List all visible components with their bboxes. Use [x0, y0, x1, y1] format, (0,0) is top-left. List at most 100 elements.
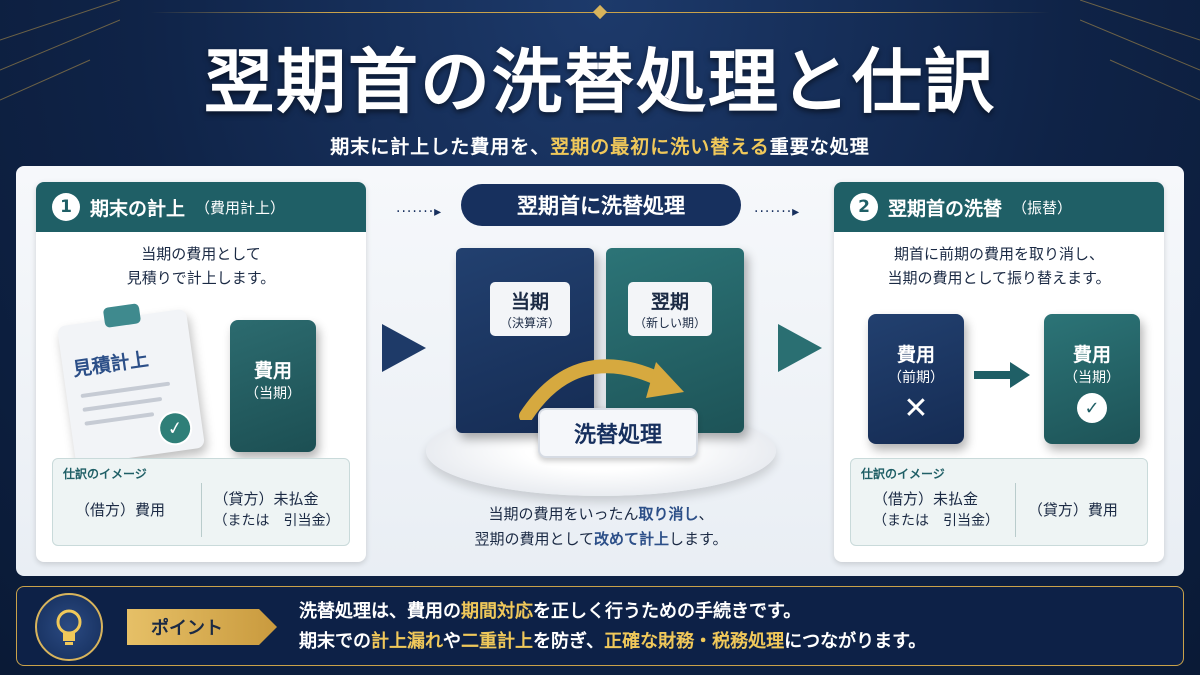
step2-card: 2 翌期首の洗替 （振替） 期首に前期の費用を取り消し、 当期の費用として振り替…: [834, 182, 1164, 562]
step1-journal: 仕訳のイメージ （借方）費用 （貸方）未払金 （または 引当金）: [52, 458, 350, 546]
point-bar: ポイント 洗替処理は、費用の期間対応を正しく行うための手続きです。 期末での計上…: [16, 586, 1184, 666]
journal-debit: （借方）費用: [63, 483, 201, 537]
point-highlight: 計上漏れ: [371, 631, 443, 652]
step1-description: 当期の費用として 見積りで計上します。: [36, 242, 366, 290]
subtitle-part2: 重要な処理: [769, 136, 870, 158]
point-line2: 期末での計上漏れや二重計上を防ぎ、正確な財務・税務処理につながります。: [299, 627, 926, 657]
book-left-sub: （決算済）: [499, 316, 560, 330]
book-right-sub: （新しい期）: [633, 316, 706, 330]
block-sub: （当期）: [245, 386, 301, 402]
step2-description: 期首に前期の費用を取り消し、 当期の費用として振り替えます。: [834, 242, 1164, 290]
arrow-right-icon: [382, 324, 426, 372]
desc-highlight: 取り消し: [638, 505, 699, 523]
desc-text: します。: [669, 530, 728, 548]
expense-block-current: 費用 （当期） ✓: [1044, 314, 1140, 444]
expense-block-previous: 費用 （前期） ✕: [868, 314, 964, 444]
step1-desc-line1: 当期の費用として: [141, 245, 261, 263]
point-text-part: 洗替処理は、費用の: [299, 601, 461, 622]
step1-desc-line2: 見積りで計上します。: [126, 269, 276, 287]
block-sub: （前期）: [888, 370, 944, 386]
book-left-title: 当期: [510, 291, 549, 313]
lightbulb-svg: [56, 609, 82, 645]
clip-icon: [102, 303, 142, 328]
book-next-period: 翌期 （新しい期）: [606, 248, 744, 433]
block-sub: （当期）: [1064, 370, 1120, 386]
step2-journal: 仕訳のイメージ （借方）未払金 （または 引当金） （貸方）費用: [850, 458, 1148, 546]
journal-debit-line1: （借方）未払金: [873, 490, 979, 508]
desc-text: 、: [698, 505, 714, 523]
check-icon: ✓: [1077, 393, 1107, 423]
block-title: 費用: [1072, 344, 1111, 366]
point-text-part: を防ぎ、: [533, 631, 605, 652]
clipboard-line: [84, 412, 155, 426]
block-title: 費用: [896, 344, 935, 366]
subtitle-highlight: 翌期の最初に洗い替える: [550, 136, 770, 158]
swap-label: 洗替処理: [538, 408, 698, 458]
curved-arrow-icon: [519, 359, 684, 420]
step2-heading: 翌期首の洗替: [888, 197, 1003, 220]
lightbulb-icon: [35, 593, 103, 661]
book-right-title: 翌期: [650, 291, 689, 313]
clipboard-icon: 見積計上 ✓: [56, 303, 206, 466]
journal-credit-line2: （または 引当金）: [213, 513, 340, 529]
cross-icon: ✕: [903, 391, 929, 426]
point-text-part: を正しく行うための手続きです。: [533, 601, 802, 622]
clipboard-label: 見積計上: [71, 348, 150, 381]
step1-number: 1: [52, 193, 80, 221]
journal-credit: （貸方）未払金 （または 引当金）: [200, 483, 340, 537]
point-line1: 洗替処理は、費用の期間対応を正しく行うための手続きです。: [299, 597, 926, 627]
center-desc-line1: 当期の費用をいったん取り消し、: [416, 502, 786, 527]
point-highlight: 正確な財務・税務処理: [604, 631, 785, 652]
block-title: 費用: [253, 360, 292, 382]
journal-columns: （借方）費用 （貸方）未払金 （または 引当金）: [63, 483, 340, 537]
journal-tag: 仕訳のイメージ: [861, 467, 945, 481]
clipboard-line: [80, 381, 171, 399]
decorative-lines-left: [0, 0, 120, 101]
dotted-arrow-right: ·······▸: [754, 204, 801, 220]
step2-number: 2: [850, 193, 878, 221]
check-icon: ✓: [155, 409, 195, 448]
desc-text: 当期の費用をいったん: [488, 505, 639, 523]
point-text-part: や: [443, 631, 461, 652]
book-right-label: 翌期 （新しい期）: [628, 282, 712, 336]
journal-credit: （貸方）費用: [1014, 483, 1137, 537]
point-tag: ポイント: [127, 609, 277, 645]
step2-desc-line1: 期首に前期の費用を取り消し、: [893, 245, 1104, 263]
journal-credit-text: （貸方）費用: [1027, 501, 1118, 519]
arrow-right-icon: [778, 324, 822, 372]
point-highlight: 期間対応: [461, 601, 533, 622]
step1-heading: 期末の計上: [90, 197, 186, 220]
dotted-arrow-left: ·······▸: [396, 204, 443, 220]
point-text: 洗替処理は、費用の期間対応を正しく行うための手続きです。 期末での計上漏れや二重…: [299, 597, 926, 657]
point-highlight: 二重計上: [461, 631, 533, 652]
step2-desc-line2: 当期の費用として振り替えます。: [887, 269, 1111, 287]
point-text-part: につながります。: [784, 631, 927, 652]
center-label: 翌期首に洗替処理: [461, 184, 741, 226]
desc-text: 翌期の費用として: [474, 530, 595, 548]
journal-debit-text: （借方）費用: [75, 501, 166, 519]
center-description: 当期の費用をいったん取り消し、 翌期の費用として改めて計上します。: [416, 502, 786, 552]
expense-block-current: 費用 （当期）: [230, 320, 316, 452]
journal-debit: （借方）未払金 （または 引当金）: [861, 483, 1015, 537]
step1-heading-sub: （費用計上）: [195, 198, 286, 217]
journal-debit-line2: （または 引当金）: [873, 513, 999, 529]
center-desc-line2: 翌期の費用として改めて計上します。: [416, 527, 786, 552]
step2-heading-sub: （振替）: [1012, 198, 1073, 217]
book-left-label: 当期 （決算済）: [490, 282, 570, 336]
journal-columns: （借方）未払金 （または 引当金） （貸方）費用: [861, 483, 1137, 537]
step1-header: 1 期末の計上 （費用計上）: [36, 182, 366, 232]
journal-credit-line1: （貸方）未払金: [213, 490, 319, 508]
point-text-part: 期末での: [299, 631, 371, 652]
decorative-lines-right: [1080, 0, 1200, 101]
arrow-right-icon: [974, 362, 1030, 388]
clipboard-line: [82, 396, 163, 412]
subtitle-part1: 期末に計上した費用を、: [330, 136, 551, 158]
step1-card: 1 期末の計上 （費用計上） 当期の費用として 見積りで計上します。 見積計上 …: [36, 182, 366, 562]
desc-highlight: 改めて計上: [594, 530, 670, 548]
journal-tag: 仕訳のイメージ: [63, 467, 147, 481]
book-current-period: 当期 （決算済）: [456, 248, 594, 433]
page-subtitle: 期末に計上した費用を、翌期の最初に洗い替える重要な処理: [0, 132, 1200, 159]
step2-header: 2 翌期首の洗替 （振替）: [834, 182, 1164, 232]
main-panel: 1 期末の計上 （費用計上） 当期の費用として 見積りで計上します。 見積計上 …: [16, 166, 1184, 576]
page-title: 翌期首の洗替処理と仕訳: [204, 40, 996, 123]
